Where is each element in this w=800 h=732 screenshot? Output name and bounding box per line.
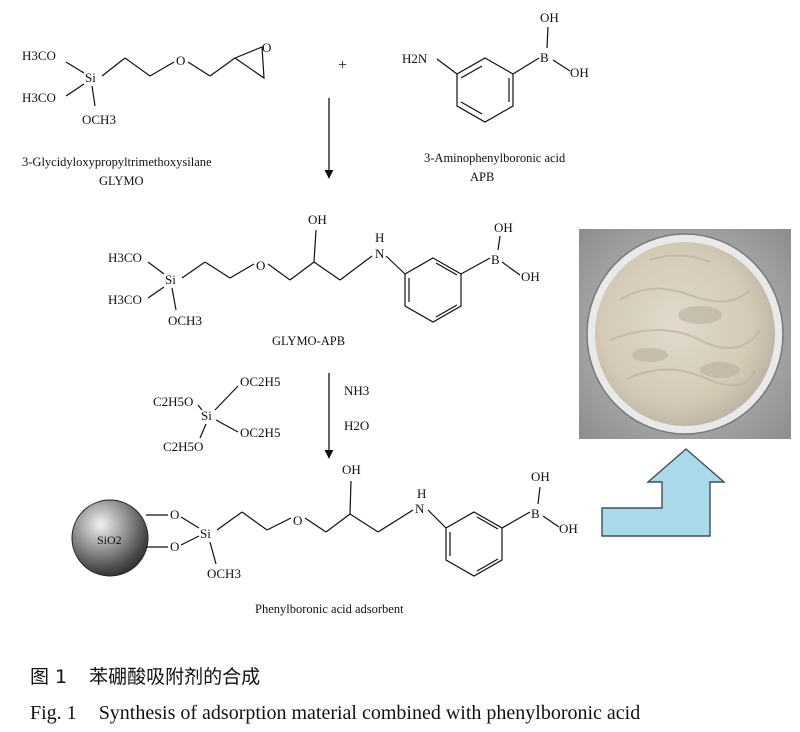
glymo-si: Si [85,70,96,85]
silica-sphere [71,499,149,577]
int-nh-n: N [375,246,385,261]
apb-boron: B [540,50,549,65]
int-boron: B [491,252,500,267]
apb-oh-right: OH [570,65,589,80]
product-ether-o: O [293,513,302,528]
int-oh-top: OH [494,220,513,235]
glymo-name: 3-Glycidyloxypropyltrimethoxysilane [22,155,212,169]
int-oh: OH [308,212,327,227]
teos-si: Si [201,408,212,423]
apb-bonds [436,26,571,123]
product-bonds [146,480,560,577]
product-structure: SiO2 O O Si OCH3 O OH H N B OH OH [71,462,578,616]
product-o-link-2: O [170,539,179,554]
glymo-epoxide-o: O [262,40,271,55]
powder-shadows [632,306,740,378]
teos-ethoxy-1: C2H5O [153,394,193,409]
glymo-apb-structure: H3CO H3CO Si OCH3 O OH H N B OH OH [108,212,540,348]
int-oh-right: OH [521,269,540,284]
product-oh-top: OH [531,469,550,484]
caption-en-label: Fig. 1 [30,702,77,724]
int-nh-h: H [375,230,384,245]
caption-english: Fig. 1 Synthesis of adsorption material c… [30,702,640,725]
glymo-abbr: GLYMO [99,174,144,188]
condition-h2o: H2O [344,418,369,433]
teos-bonds [197,385,239,439]
product-oh-right: OH [559,521,578,536]
glymo-bonds [65,46,265,107]
int-ether-o: O [256,258,265,273]
condition-nh3: NH3 [344,383,369,398]
int-methoxy-3: OCH3 [168,313,202,328]
apb-name: 3-Aminophenylboronic acid [424,151,566,165]
apb-oh-top: OH [540,10,559,25]
apb-abbr: APB [470,170,494,184]
pointer-block-arrow [601,448,726,537]
powder-texture [609,254,761,387]
teos-ethoxy-3: C2H5O [163,439,203,454]
teos-ethoxy-2: OC2H5 [240,374,280,389]
caption-cn-label: 图 1 [30,666,68,688]
caption-en-text: Synthesis of adsorption material combine… [98,702,641,724]
product-name: Phenylboronic acid adsorbent [255,602,404,616]
glymo-ether-o: O [176,53,185,68]
product-si: Si [200,526,211,541]
apb-structure: H2N B OH OH 3-Aminophenylboronic acid AP… [402,10,589,184]
product-och3: OCH3 [207,566,241,581]
int-si: Si [165,272,176,287]
int-methoxy-2: H3CO [108,292,142,307]
product-photo [579,229,791,439]
plus-sign: + [338,57,347,74]
product-nh-n: N [415,501,425,516]
product-nh-h: H [417,486,426,501]
glymo-methoxy-2: H3CO [22,90,56,105]
teos-structure: Si C2H5O OC2H5 C2H5O OC2H5 [153,374,280,454]
glymo-apb-name: GLYMO-APB [272,334,345,348]
product-o-link-1: O [170,507,179,522]
glymo-methoxy-1: H3CO [22,48,56,63]
teos-ethoxy-4: OC2H5 [240,425,280,440]
product-oh: OH [342,462,361,477]
silica-label: SiO2 [97,533,122,547]
glymo-methoxy-3: OCH3 [82,112,116,127]
caption-cn-text: 苯硼酸吸附剂的合成 [89,666,261,688]
glymo-structure: H3CO H3CO Si OCH3 O O 3-Glycidyloxypropy… [22,40,271,188]
int-methoxy-1: H3CO [108,250,142,265]
caption-chinese: 图 1 苯硼酸吸附剂的合成 [30,662,260,689]
product-boron: B [531,506,540,521]
apb-amine: H2N [402,51,428,66]
glymo-apb-bonds [147,229,521,323]
